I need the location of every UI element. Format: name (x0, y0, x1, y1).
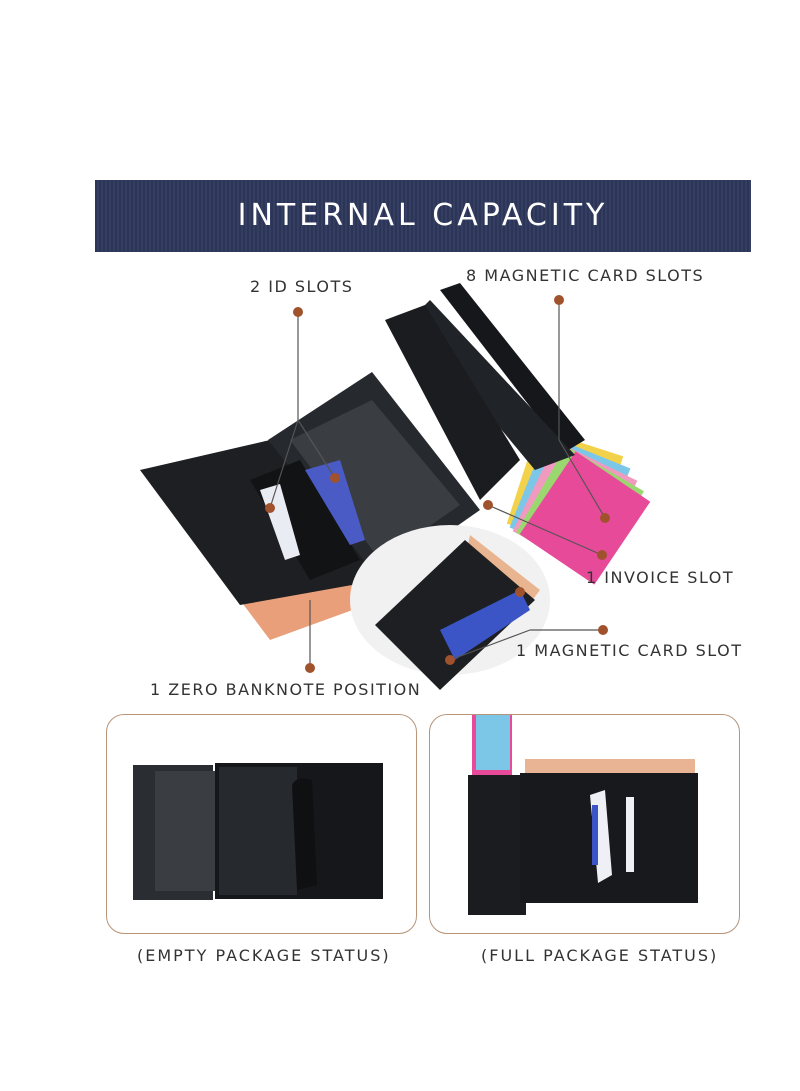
label-banknote-position: 1 ZERO BANKNOTE POSITION (150, 680, 422, 699)
empty-status-caption: (EMPTY PACKAGE STATUS) (137, 946, 391, 965)
empty-wallet-image (133, 763, 383, 900)
callout-lines (269, 300, 606, 668)
full-wallet-image (468, 715, 698, 915)
label-invoice-slot: 1 INVOICE SLOT (586, 568, 735, 587)
full-status-caption: (FULL PACKAGE STATUS) (481, 946, 719, 965)
label-magnetic-card-slots: 8 MAGNETIC CARD SLOTS (466, 266, 705, 285)
label-single-magnetic-card-slot: 1 MAGNETIC CARD SLOT (516, 641, 743, 660)
open-wallet-image (140, 372, 480, 640)
banner-title: INTERNAL CAPACITY (237, 198, 609, 233)
label-id-slots: 2 ID SLOTS (250, 277, 354, 296)
wallet-case-image (385, 283, 585, 500)
empty-status-panel (106, 714, 417, 934)
title-banner: INTERNAL CAPACITY (95, 180, 751, 252)
full-status-panel (429, 714, 740, 934)
callout-dots (265, 295, 610, 673)
closed-wallet-image (350, 525, 550, 690)
card-stack-image (506, 428, 651, 585)
